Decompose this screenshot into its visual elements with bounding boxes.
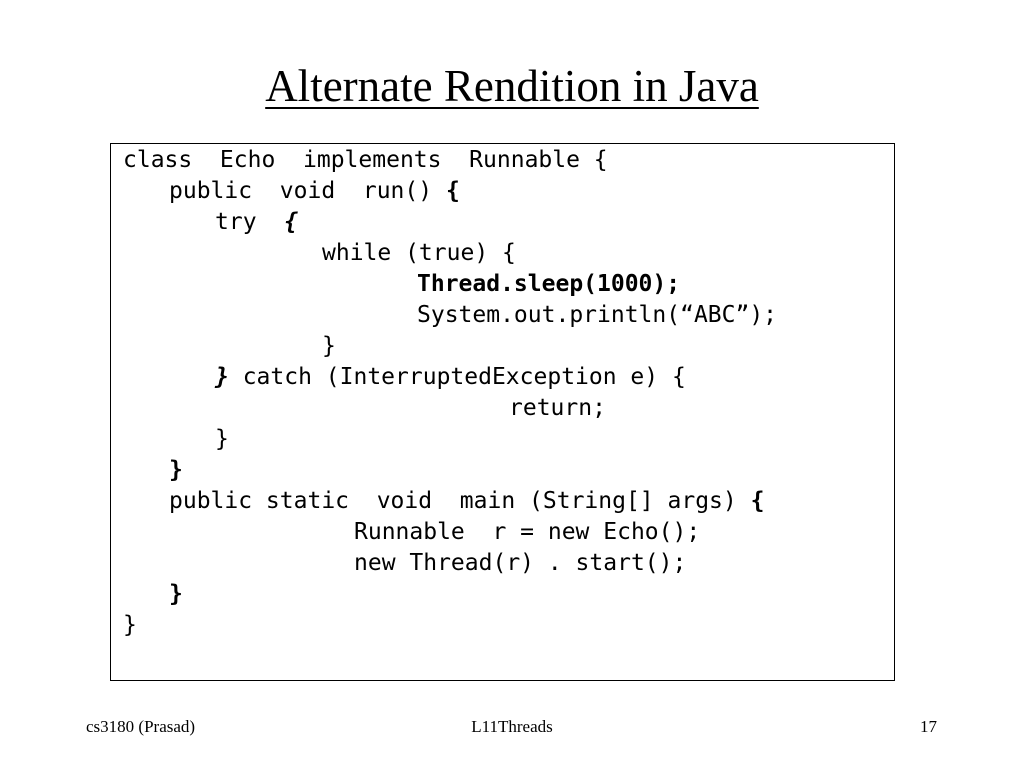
- code-line-close-class: }: [123, 612, 137, 638]
- code-line-sleep: Thread.sleep(1000);: [417, 271, 681, 297]
- code-line-runnable: Runnable r = new Echo();: [354, 519, 701, 545]
- code-line-return: return;: [509, 395, 606, 421]
- code-brace: {: [284, 209, 299, 235]
- code-line-println: System.out.println(“ABC”);: [417, 302, 778, 328]
- code-line-close-main: }: [169, 581, 183, 607]
- code-line-try: try {: [215, 207, 298, 238]
- code-line-close-catch: }: [215, 426, 229, 452]
- code-line-close-run: }: [169, 457, 183, 483]
- code-line-while: while (true) {: [322, 240, 516, 266]
- code-brace: {: [445, 178, 460, 204]
- slide-title: Alternate Rendition in Java: [265, 61, 759, 111]
- footer-lecture: L11Threads: [471, 717, 553, 736]
- footer-page-number: 17: [920, 717, 937, 736]
- code-line-catch: } catch (InterruptedException e) {: [215, 362, 686, 393]
- code-text: public static void main (String[] args): [169, 488, 751, 514]
- code-line-main: public static void main (String[] args) …: [169, 486, 764, 517]
- code-line-class-decl: class Echo implements Runnable {: [123, 147, 608, 173]
- code-text: catch (InterruptedException e) {: [228, 364, 686, 390]
- code-line-run-method: public void run() {: [169, 176, 460, 207]
- code-text: public void run(): [169, 178, 446, 204]
- footer-course: cs3180 (Prasad): [86, 717, 196, 736]
- code-brace: }: [215, 364, 229, 390]
- code-line-thread-start: new Thread(r) . start();: [354, 550, 687, 576]
- code-block: class Echo implements Runnable { public …: [110, 143, 895, 681]
- code-line-close-while: }: [322, 333, 336, 359]
- code-text: try: [215, 209, 285, 235]
- code-brace: {: [750, 488, 765, 514]
